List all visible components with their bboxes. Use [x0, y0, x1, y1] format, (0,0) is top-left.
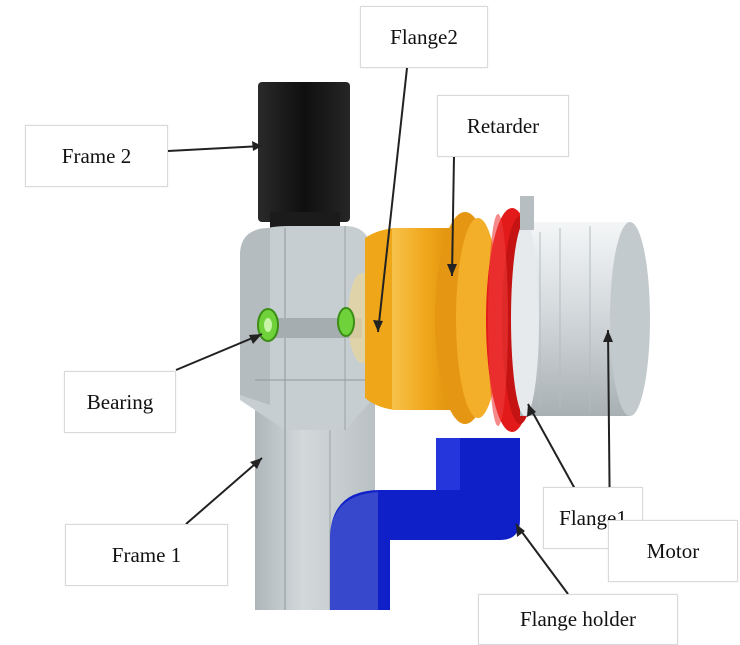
leader-flange-holder	[515, 523, 569, 595]
leader-frame2	[167, 145, 263, 152]
bearing-parts	[257, 307, 355, 342]
label-flange2: Flange2	[360, 6, 488, 68]
leader-frame1	[185, 457, 263, 525]
flange-holder-bracket	[330, 438, 520, 610]
leader-retarder	[451, 155, 455, 277]
leader-bearing	[175, 333, 263, 371]
leader-flange2	[377, 67, 408, 333]
label-frame2: Frame 2	[25, 125, 168, 187]
leader-flange1	[527, 403, 581, 499]
label-flange-holder: Flange holder	[478, 594, 678, 645]
frame2-block	[258, 82, 350, 234]
retarder-body	[365, 212, 500, 424]
label-retarder: Retarder	[437, 95, 569, 157]
motor-body	[511, 196, 650, 416]
label-bearing: Bearing	[64, 371, 176, 433]
label-frame1: Frame 1	[65, 524, 228, 586]
label-motor: Motor	[608, 520, 738, 582]
frame-housing	[240, 226, 376, 430]
leader-arrowheads	[249, 141, 613, 537]
